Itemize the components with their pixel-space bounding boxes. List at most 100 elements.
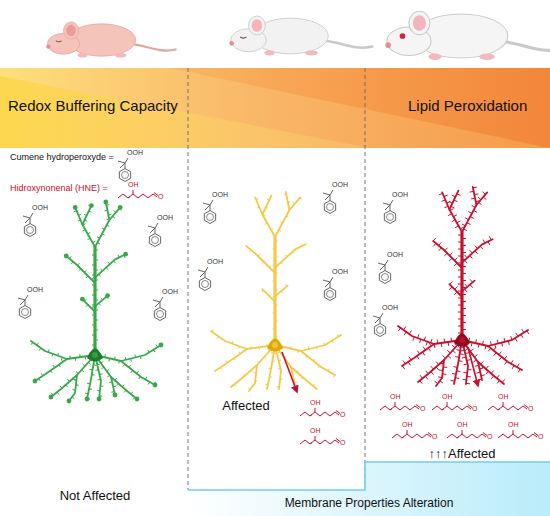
stage-text: ↑↑↑Affected: [429, 447, 496, 462]
neuron-figure: [109, 382, 116, 392]
mice: [46, 11, 550, 60]
mouse-figure: [413, 15, 426, 31]
neuron-figure: [153, 383, 158, 388]
neuron-figure: [31, 341, 95, 359]
legend-label: Hidroxynonenal (HNE) =: [10, 184, 108, 194]
stage-text: Membrane Properties Alteration: [285, 497, 454, 511]
neuron-figure: [85, 397, 90, 402]
cumene-structure: [152, 237, 159, 244]
release-arrow: [282, 352, 297, 392]
cumene-structure: [18, 295, 28, 306]
neuron-figure: [273, 237, 276, 345]
neuron-figure: [51, 357, 91, 396]
neuron-figure: [460, 232, 463, 340]
mouse-figure: [46, 22, 175, 58]
neuron-figure: [85, 359, 96, 399]
atom-label: OOH: [212, 191, 228, 199]
stage-text: Affected: [222, 399, 269, 414]
neuron-figure: [454, 334, 470, 347]
band-label: Redox Buffering Capacity: [8, 98, 178, 115]
atom-label: OOH: [32, 204, 48, 212]
hne-structure: [392, 430, 432, 438]
atom-label: OH: [508, 421, 519, 429]
neuron-figure: [118, 205, 123, 210]
neuron-figure: [301, 351, 335, 375]
neuron-figure: [265, 353, 274, 385]
atom-label: OOH: [162, 288, 178, 296]
cumene-structure: [373, 313, 383, 324]
atom-label: OH: [390, 393, 401, 401]
mouse-figure: [305, 50, 318, 55]
cumene-structure: [198, 267, 211, 291]
atom-label: O: [538, 433, 543, 441]
cumene-structure: [207, 214, 214, 221]
membrane-band-label: Membrane Properties Alteration: [188, 490, 550, 516]
atom-label: OH: [402, 421, 413, 429]
atom-label: O: [432, 433, 437, 441]
neuron-figure: [92, 250, 98, 350]
hne-structure: [380, 406, 415, 410]
neuron-figure: [462, 239, 493, 262]
neuron-figure: [306, 356, 335, 377]
cumene-structure: [387, 214, 394, 221]
neuron-figure: [262, 196, 271, 215]
neuron-figure: [262, 289, 275, 302]
neuron-figure: [451, 343, 465, 381]
hne-structure: [118, 194, 153, 198]
neuron-figure: [459, 343, 472, 383]
hne-structure: [390, 402, 420, 410]
neuron-figure: [462, 281, 475, 292]
neuron-figure: [69, 375, 77, 401]
neuron-figure: [281, 244, 302, 264]
neuron-figure: [99, 297, 109, 306]
atom-label: OH: [310, 399, 321, 407]
cumene-structure: [379, 271, 390, 284]
cumene-structure: [22, 309, 29, 316]
cumene-structure: [384, 211, 395, 224]
mouse-figure: [229, 16, 372, 55]
atom-label: O: [487, 433, 492, 441]
membrane-band: [188, 462, 550, 516]
neuron-figure: [248, 373, 258, 390]
hne-structure: [300, 408, 340, 416]
cumene-structure: [383, 200, 396, 224]
hne-structure: [380, 402, 420, 410]
neuron-figure: [435, 363, 448, 384]
neuron-figure: [249, 365, 257, 391]
membrane-band: [188, 462, 550, 490]
hne-structure: [488, 406, 523, 410]
neuron-figure: [64, 254, 69, 259]
mouse-figure: [64, 22, 79, 39]
cumene-structure: [199, 278, 210, 291]
atom-label: OH: [128, 181, 139, 189]
neuron-figure: [105, 205, 112, 215]
mouse-figure: [56, 40, 62, 42]
cumene-structure: [377, 327, 384, 334]
cumene-structure: [204, 211, 215, 224]
neuron-figure: [80, 297, 85, 302]
neuron-figure: [99, 255, 125, 277]
neuron-figure: [93, 247, 96, 355]
mouse-figure: [409, 11, 430, 34]
stage-label: Affected: [219, 398, 273, 414]
neuron-figure: [67, 399, 72, 404]
hne-structure: [118, 190, 158, 198]
neuron-figure: [95, 254, 126, 277]
mouse-figure: [46, 45, 50, 49]
atom-label: OH: [310, 427, 321, 435]
mouse-figure: [400, 33, 406, 39]
dashed-divider: [365, 68, 366, 490]
cumene-structure: [148, 223, 158, 234]
neuron-figure: [75, 207, 95, 247]
neuron-figure: [458, 235, 466, 337]
atom-label: OOH: [207, 258, 223, 266]
neuron-figure: [92, 352, 98, 358]
neuron-figure: [211, 192, 341, 391]
cumene-structure: [323, 190, 336, 214]
cumene-structure: [382, 274, 389, 281]
neuron-figure: [255, 197, 275, 237]
cumene-structure: [27, 227, 34, 234]
neuron-figure: [459, 337, 465, 343]
hne-structure: [300, 440, 335, 444]
neuron-figure: [449, 284, 462, 297]
